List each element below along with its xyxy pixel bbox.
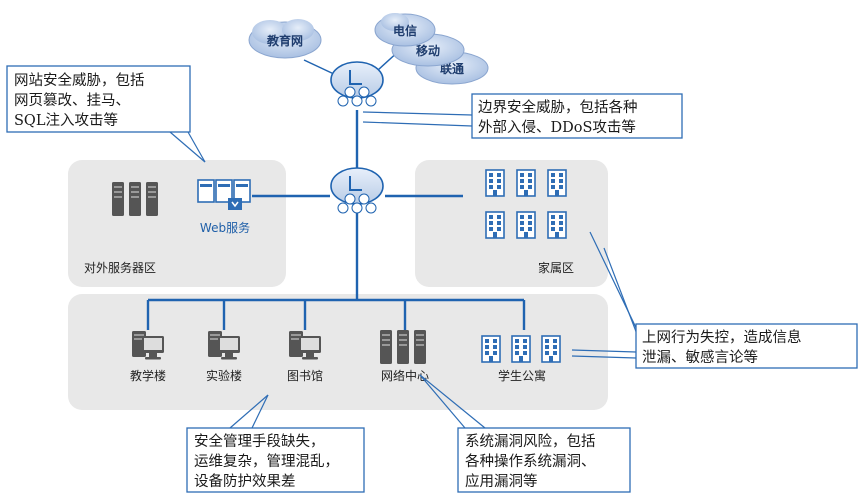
callout-website-threat: 网站安全威胁，包括 网页篡改、挂马、 SQL注入攻击等 xyxy=(6,65,191,133)
callout-management: 安全管理手段缺失， 运维复杂，管理混乱， 设备防护效果差 xyxy=(186,427,365,493)
network-center-icon xyxy=(380,330,426,364)
callout-vuln-line3: 应用漏洞等 xyxy=(465,472,538,490)
callout-behavior-line1: 上网行为失控，造成信息 xyxy=(642,329,802,346)
cloud-edu-label: 教育网 xyxy=(266,33,303,48)
cloud-telecom-label: 电信 xyxy=(393,23,417,38)
callout-border-threat: 边界安全威胁，包括各种 外部入侵、DDoS攻击等 xyxy=(471,93,683,139)
callout-vuln-line2: 各种操作系统漏洞、 xyxy=(465,453,596,470)
callout-behavior-line2: 泄漏、敏感言论等 xyxy=(642,348,758,366)
cloud-edu-network: 教育网 xyxy=(248,19,322,59)
server-rack-icon xyxy=(112,182,158,216)
cloud-telecom: 电信 xyxy=(374,13,436,47)
callout-management-line2: 运维复杂，管理混乱， xyxy=(194,452,339,470)
callout-online-behavior: 上网行为失控，造成信息 泄漏、敏感言论等 xyxy=(635,323,858,369)
callout-pointers xyxy=(169,111,641,429)
campus-zone-box xyxy=(68,294,608,410)
server-zone-label: 对外服务器区 xyxy=(84,260,156,275)
network-center-label: 网络中心 xyxy=(381,368,429,383)
cloud-unicom-label: 联通 xyxy=(440,61,464,76)
router-top xyxy=(330,61,384,107)
family-zone-label: 家属区 xyxy=(538,260,574,275)
router-core xyxy=(330,167,384,214)
callout-vuln-line1: 系统漏洞风险，包括 xyxy=(465,433,596,450)
callout-website-line3: SQL注入攻击等 xyxy=(14,111,118,129)
teaching-building-label: 教学楼 xyxy=(130,368,166,383)
callout-website-line1: 网站安全威胁，包括 xyxy=(14,71,145,89)
lab-building-label: 实验楼 xyxy=(206,368,242,383)
library-label: 图书馆 xyxy=(287,368,323,383)
web-service-label: Web服务 xyxy=(200,220,250,235)
callout-management-line3: 设备防护效果差 xyxy=(194,473,296,490)
family-zone-box xyxy=(415,160,608,287)
cloud-mobile-label: 移动 xyxy=(416,43,440,58)
callout-border-line1: 边界安全威胁，包括各种 xyxy=(478,98,638,116)
callout-system-vuln: 系统漏洞风险，包括 各种操作系统漏洞、 应用漏洞等 xyxy=(457,427,631,493)
student-dorm-icon xyxy=(481,335,561,363)
student-dorm-label: 学生公寓 xyxy=(498,368,546,383)
callout-management-line1: 安全管理手段缺失， xyxy=(194,432,325,450)
callout-website-line2: 网页篡改、挂马、 xyxy=(14,92,130,109)
web-server-icon xyxy=(197,179,251,210)
callout-border-line2: 外部入侵、DDoS攻击等 xyxy=(478,118,636,136)
